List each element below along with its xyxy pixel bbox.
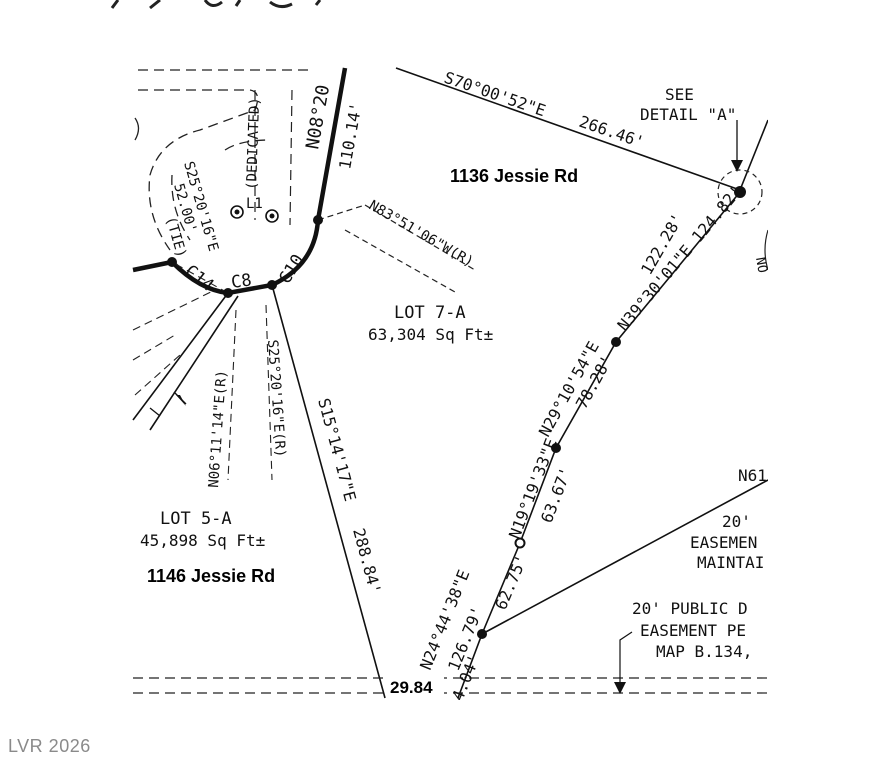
easement-right-line2: MAINTAI	[697, 553, 764, 572]
adjacent-lot-lines	[138, 69, 310, 251]
n83-extension	[364, 204, 476, 271]
detail-a-arrowhead	[731, 160, 743, 172]
easement-right-line1: EASEMEN	[690, 533, 757, 552]
n61-line	[481, 479, 769, 635]
d29-84-distance: 29.84	[390, 678, 433, 697]
small-arc	[134, 117, 140, 141]
top-line-distance: 266.46'	[577, 112, 647, 152]
n83-line	[317, 204, 366, 221]
public-easement-line3: MAP B.134,	[656, 642, 752, 661]
l1-label: L1	[246, 196, 263, 212]
detail-a-circle	[717, 169, 763, 215]
top-boundary-line	[395, 67, 741, 191]
n83-bracket	[344, 229, 456, 293]
no-cut-label: NO	[752, 256, 770, 274]
s15-lot-line	[271, 284, 386, 699]
survey-point-open	[514, 537, 526, 549]
bottom-margin	[0, 700, 889, 768]
n61-bearing: N61	[738, 466, 767, 485]
watermark: LVR 2026	[8, 736, 91, 756]
address-bottom: 1146 Jessie Rd	[147, 566, 275, 586]
s15-bearing: S15°14'17"E	[314, 396, 360, 503]
detail-note-line2: DETAIL "A"	[640, 105, 736, 124]
n06-bearing: N06°11'14"E(R)	[206, 369, 230, 488]
dedicated-strip	[254, 89, 293, 226]
public-easement-arrowhead	[614, 682, 626, 694]
n08-bearing: N08°20	[302, 83, 334, 151]
right-edge-arc	[764, 229, 769, 271]
n83-bearing: N83°51'06"W(R)	[366, 198, 476, 271]
top-line-bearing: S70°00'52"E	[442, 68, 548, 120]
public-easement-leader	[619, 631, 633, 688]
west-lot-lines	[132, 292, 239, 431]
dedicated-label: (DEDICATED)	[244, 97, 263, 190]
public-easement-line1: 20' PUBLIC D	[632, 599, 748, 618]
lot5-area: 45,898 Sq Ft±	[140, 531, 265, 550]
detail-a-line	[739, 119, 769, 191]
east-lot-line	[457, 191, 741, 699]
easement-right-20: 20'	[722, 512, 751, 531]
survey-points	[167, 186, 746, 639]
bottom-easement-lines	[133, 677, 768, 694]
detail-note-line1: SEE	[665, 85, 694, 104]
c8-label: C8	[230, 270, 253, 293]
lot7-name: LOT 7-A	[394, 303, 466, 323]
west-dashed-lines	[132, 261, 273, 481]
dimension-arrowhead	[176, 395, 186, 406]
d29-84-label-bg	[386, 677, 444, 697]
address-top: 1136 Jessie Rd	[450, 166, 578, 186]
s25-r-bearing: S25°20'16"E(R)	[264, 339, 288, 458]
lot7-area: 63,304 Sq Ft±	[368, 325, 493, 344]
n39-bearing: N39°30'01"E 124.82'	[614, 182, 746, 334]
right-margin	[768, 0, 889, 768]
public-easement-line2: EASEMENT PE	[640, 621, 746, 640]
n08-distance: 110.14'	[335, 101, 365, 171]
l1-points	[230, 205, 279, 223]
d62-75-distance: 62.75'	[491, 552, 531, 613]
lot5-name: LOT 5-A	[160, 509, 232, 529]
scan-artifacts	[110, 0, 322, 10]
